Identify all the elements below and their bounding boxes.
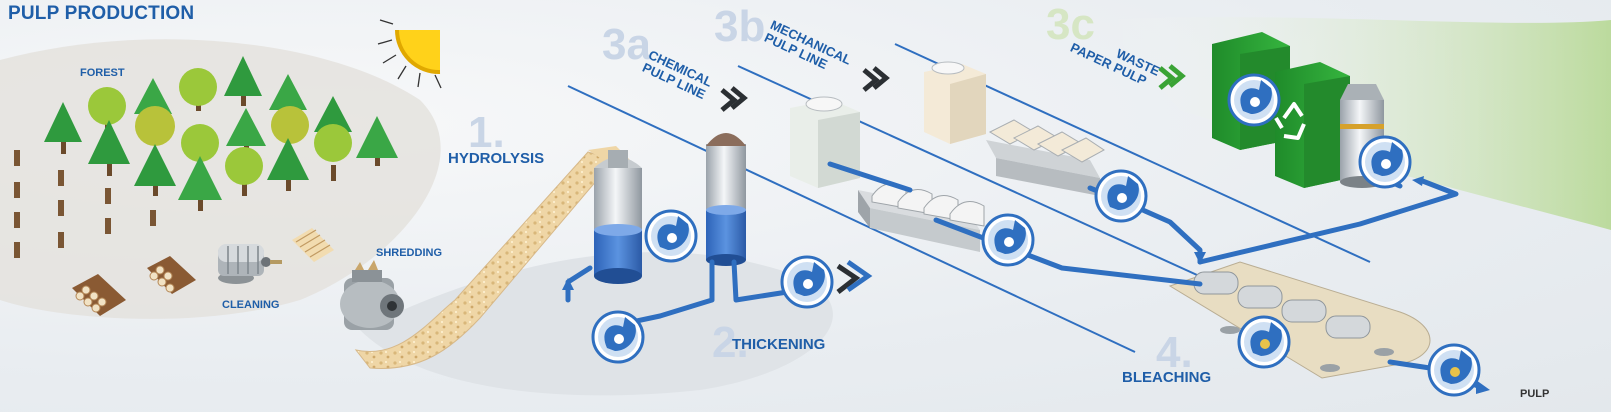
chemical-line bbox=[567, 85, 1136, 353]
forest-trees bbox=[44, 56, 398, 211]
tree-icon bbox=[88, 120, 130, 176]
cleaning-label: CLEANING bbox=[222, 299, 280, 311]
pump-icon bbox=[981, 213, 1035, 267]
pump-icon bbox=[1358, 135, 1412, 189]
sun-icon bbox=[377, 19, 442, 89]
pump-icon bbox=[1227, 73, 1281, 127]
page-title: PULP PRODUCTION bbox=[8, 3, 195, 24]
chevron-right-icon bbox=[846, 259, 873, 293]
step-number-thickening: 2. bbox=[712, 318, 749, 367]
chevron-right-icon bbox=[1158, 66, 1176, 90]
pump-icon bbox=[1094, 169, 1148, 223]
bleach-tower-icon bbox=[924, 61, 986, 144]
pump-icon bbox=[780, 255, 834, 309]
shredder-icon bbox=[340, 260, 404, 330]
step-number-chemical: 3a bbox=[602, 20, 651, 69]
step-number-mechanical: 3b bbox=[714, 2, 766, 51]
chevron-right-icon bbox=[836, 263, 861, 294]
log-pile-icon bbox=[147, 256, 196, 294]
chevron-right-icon bbox=[730, 86, 748, 110]
recycle-icon bbox=[1212, 32, 1350, 188]
debarker-icon bbox=[218, 244, 282, 284]
bleaching-label: BLEACHING bbox=[1122, 369, 1212, 386]
chevron-right-icon bbox=[720, 88, 738, 112]
tree-icon bbox=[225, 147, 263, 196]
tank-icon bbox=[706, 133, 746, 266]
tree-icon bbox=[224, 56, 262, 106]
tree-icon bbox=[44, 102, 82, 154]
tree-icon bbox=[179, 68, 217, 111]
tree-icon bbox=[314, 124, 352, 181]
pump-icon bbox=[644, 209, 698, 263]
pump-icon bbox=[1237, 315, 1291, 369]
refiner-units bbox=[986, 119, 1105, 196]
chevron-right-icon bbox=[872, 66, 890, 90]
step-number-waste: 3c bbox=[1046, 0, 1095, 49]
pump-icon bbox=[591, 310, 645, 364]
shredding-label: SHREDDING bbox=[376, 247, 443, 259]
chevron-right-icon bbox=[862, 68, 880, 92]
forest-label: FOREST bbox=[80, 67, 125, 79]
tree-icon bbox=[356, 116, 398, 166]
thickening-label: THICKENING bbox=[732, 336, 826, 353]
hydrolysis-label: HYDROLYSIS bbox=[448, 150, 545, 167]
tree-icon bbox=[178, 156, 222, 211]
log-pile-icon bbox=[72, 274, 126, 316]
log-pile-icon bbox=[292, 228, 334, 262]
step-number-hydrolysis: 1. bbox=[468, 108, 505, 157]
bleach-tower-icon bbox=[1193, 271, 1371, 339]
pulp-output-label: PULP bbox=[1520, 388, 1550, 400]
tree-icon bbox=[88, 87, 126, 128]
washer-drums bbox=[858, 183, 985, 252]
tree-icon bbox=[267, 138, 309, 191]
chevron-arrows bbox=[720, 64, 1186, 294]
pump-icon bbox=[1427, 343, 1481, 397]
step-number-bleaching: 4. bbox=[1156, 328, 1193, 377]
chevron-right-icon bbox=[1168, 64, 1186, 88]
tree-stumps bbox=[14, 150, 156, 258]
bleach-tower-icon bbox=[790, 96, 860, 188]
tank-icon bbox=[594, 150, 642, 284]
tree-icon bbox=[181, 124, 219, 164]
tree-icon bbox=[134, 144, 176, 196]
